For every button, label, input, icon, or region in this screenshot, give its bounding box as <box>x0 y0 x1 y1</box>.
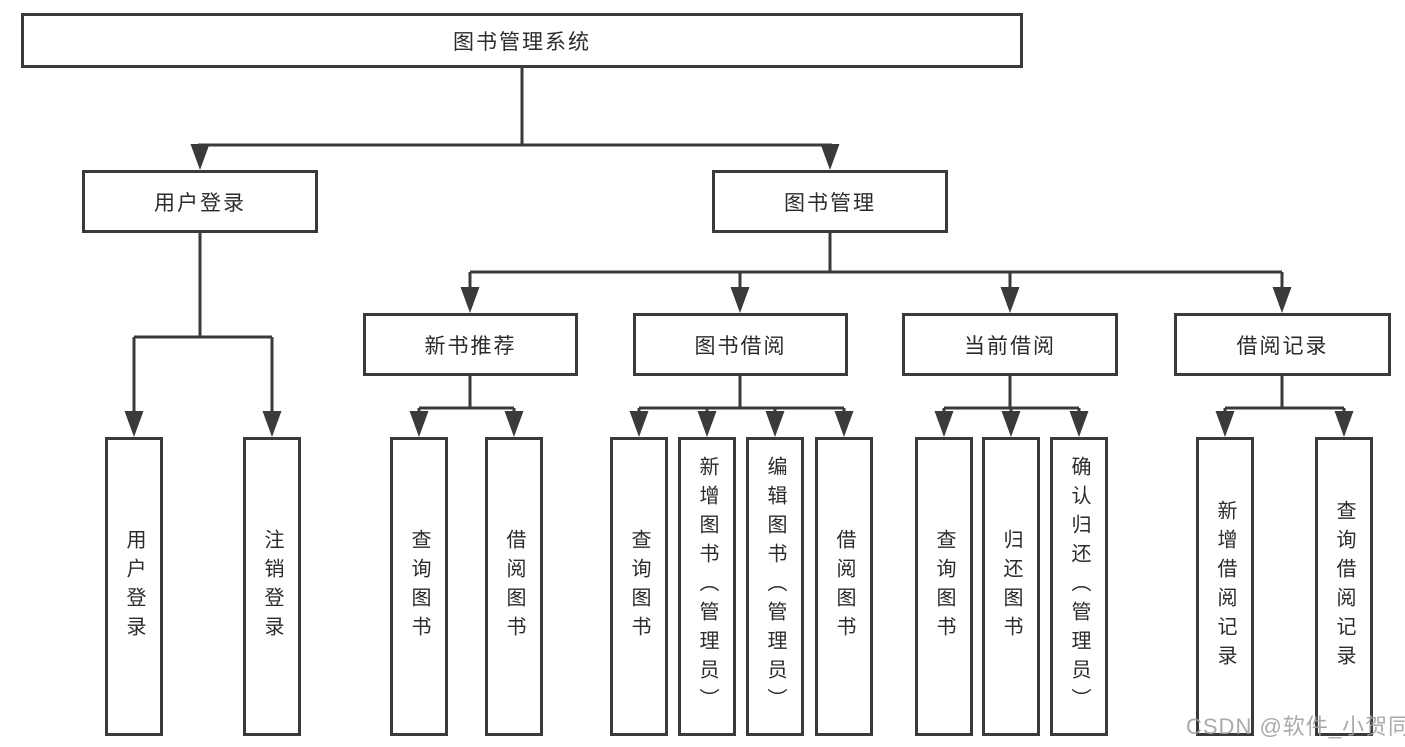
leaf-confirm-return-admin: 确认归还（管理员） <box>1050 437 1108 736</box>
node-book-borrow-label: 图书借阅 <box>694 334 787 358</box>
leaf-current-query-books: 查询图书 <box>915 437 973 736</box>
leaf-return-books: 归还图书 <box>982 437 1040 736</box>
leaf-newbook-query-books: 查询图书 <box>390 437 448 736</box>
node-new-book-recommend-label: 新书推荐 <box>424 334 517 358</box>
leaf-borrow-query-books: 查询图书 <box>610 437 668 736</box>
leaf-borrow-books-label: 借阅图书 <box>833 528 855 645</box>
csdn-watermark: CSDN @软件_小贺同学 <box>1186 714 1405 739</box>
leaf-logout-label: 注销登录 <box>261 528 283 645</box>
leaf-query-borrow-record: 查询借阅记录 <box>1315 437 1373 736</box>
node-root-label: 图书管理系统 <box>453 30 591 54</box>
leaf-newbook-borrow-books: 借阅图书 <box>485 437 543 736</box>
node-user-login-label: 用户登录 <box>154 191 246 215</box>
leaf-borrow-query-books-label: 查询图书 <box>628 528 650 645</box>
node-borrow-records: 借阅记录 <box>1174 313 1391 376</box>
node-book-management-label: 图书管理 <box>784 191 876 215</box>
leaf-newbook-borrow-books-label: 借阅图书 <box>503 528 525 645</box>
node-new-book-recommend: 新书推荐 <box>363 313 578 376</box>
leaf-edit-books-admin: 编辑图书（管理员） <box>746 437 804 736</box>
node-user-login: 用户登录 <box>82 170 318 233</box>
leaf-add-books-admin: 新增图书（管理员） <box>678 437 736 736</box>
node-root: 图书管理系统 <box>21 13 1023 68</box>
leaf-newbook-query-books-label: 查询图书 <box>408 528 430 645</box>
leaf-user-login: 用户登录 <box>105 437 163 736</box>
leaf-current-query-books-label: 查询图书 <box>933 528 955 645</box>
leaf-add-books-admin-label: 新增图书（管理员） <box>696 456 718 717</box>
node-book-management: 图书管理 <box>712 170 948 233</box>
leaf-add-borrow-record-label: 新增借阅记录 <box>1214 499 1236 674</box>
node-borrow-records-label: 借阅记录 <box>1236 334 1329 358</box>
leaf-borrow-books: 借阅图书 <box>815 437 873 736</box>
node-current-borrow-label: 当前借阅 <box>964 334 1056 358</box>
leaf-confirm-return-admin-label: 确认归还（管理员） <box>1068 456 1090 717</box>
leaf-logout: 注销登录 <box>243 437 301 736</box>
leaf-user-login-label: 用户登录 <box>123 528 145 645</box>
leaf-return-books-label: 归还图书 <box>1000 528 1022 645</box>
leaf-edit-books-admin-label: 编辑图书（管理员） <box>764 456 786 717</box>
node-current-borrow: 当前借阅 <box>902 313 1118 376</box>
node-book-borrow: 图书借阅 <box>633 313 848 376</box>
leaf-add-borrow-record: 新增借阅记录 <box>1196 437 1254 736</box>
leaf-query-borrow-record-label: 查询借阅记录 <box>1333 499 1355 674</box>
